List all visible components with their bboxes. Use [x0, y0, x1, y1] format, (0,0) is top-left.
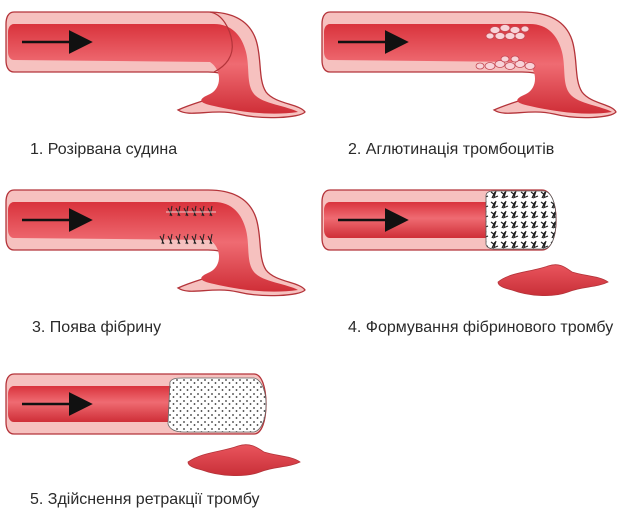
panel-ruptured-vessel [6, 12, 305, 118]
panel-fibrin-clot-formation [322, 190, 608, 296]
blood-spill [498, 265, 608, 296]
panel-clot-retraction [6, 374, 300, 476]
panel-platelet-agglutination [322, 12, 616, 118]
step-4-caption: 4. Формування фібринового тромбу [348, 318, 620, 338]
step-5-caption: 5. Здійснення ретракції тромбу [30, 490, 260, 510]
panel-fibrin-appearance [6, 190, 305, 296]
fibrin-clot [486, 191, 556, 249]
step-1-caption: 1. Розірвана судина [30, 140, 177, 160]
step-2-caption: 2. Аглютинація тромбоцитів [348, 140, 554, 160]
blood-spill [188, 445, 300, 476]
step-3-caption: 3. Поява фібрину [32, 318, 161, 338]
retracted-clot [168, 378, 266, 432]
